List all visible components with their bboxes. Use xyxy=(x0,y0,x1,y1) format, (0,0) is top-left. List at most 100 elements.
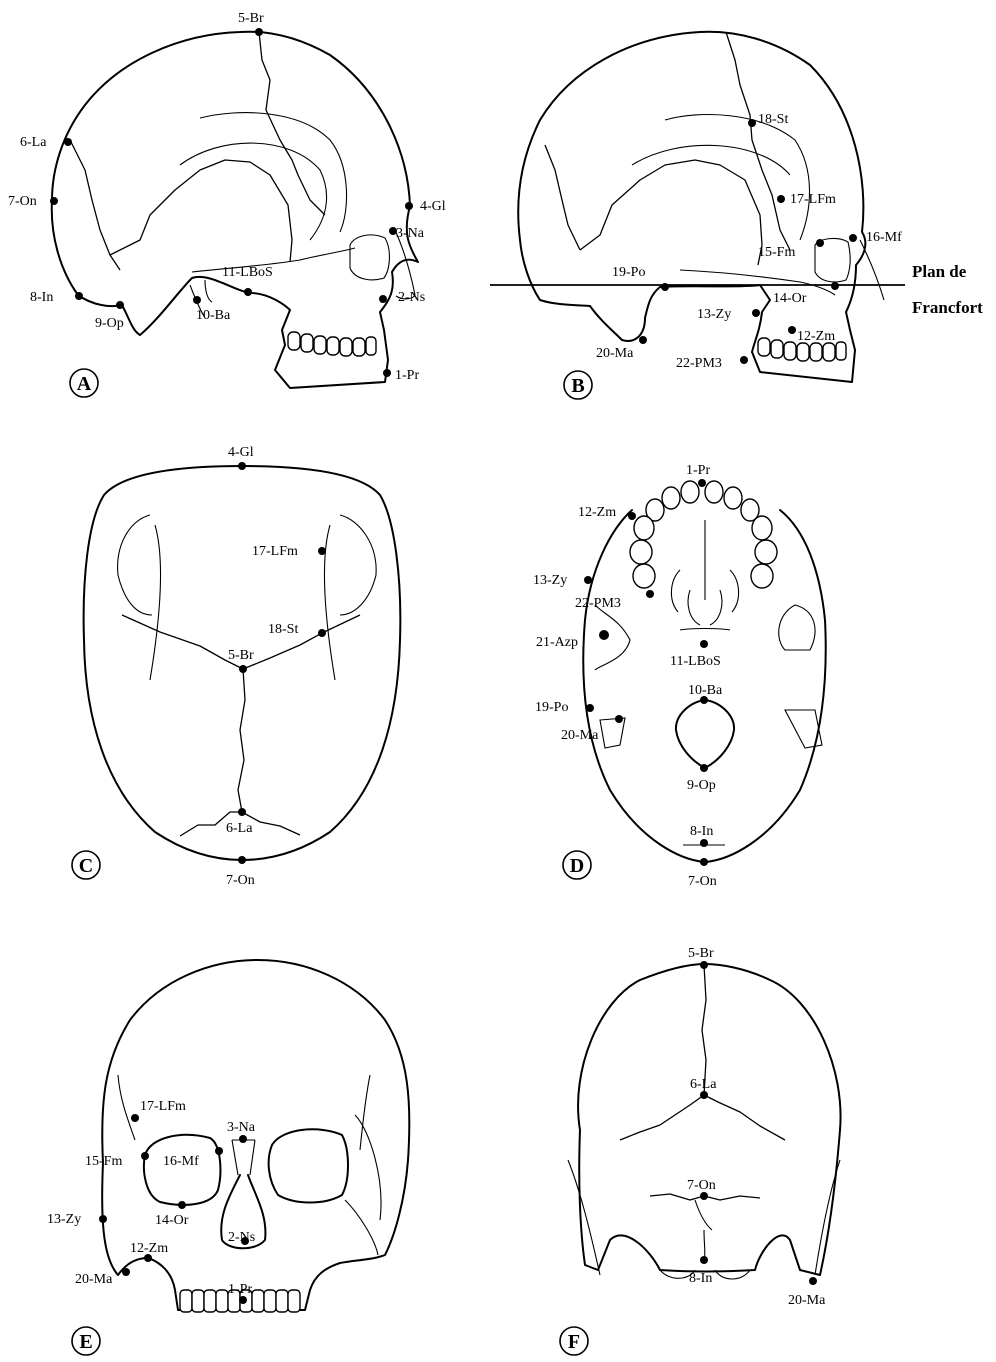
panel-d-palate xyxy=(671,520,738,625)
landmark-label: 13-Zy xyxy=(47,1212,81,1227)
landmark-label: 10-Ba xyxy=(196,308,231,323)
landmark-dot xyxy=(178,1201,186,1209)
panel-d-tooth xyxy=(633,564,655,588)
landmark-dot xyxy=(238,856,246,864)
panel-a-skull-outline xyxy=(52,32,418,388)
panel-b-tooth xyxy=(823,343,835,361)
panel-letter: D xyxy=(570,855,584,877)
landmark-label: 6-La xyxy=(20,135,47,150)
landmark-label: 3-Na xyxy=(396,226,425,241)
landmark-dot xyxy=(405,202,413,210)
panel-e-tooth xyxy=(288,1290,300,1312)
landmark-label: 11-LBoS xyxy=(670,654,721,669)
landmark-label: 5-Br xyxy=(238,11,264,26)
panel-e-frontal-view: 17-LFm 3-Na 15-Fm 16-Mf 14-Or 13-Zy 2-Ns… xyxy=(47,960,409,1355)
landmark-dot xyxy=(698,479,706,487)
frankfort-label-line2: Francfort xyxy=(912,298,983,317)
panel-a-landmarks: 5-Br 6-La 7-On 4-Gl 3-Na 11-LBoS 8-In 9-… xyxy=(8,11,446,383)
landmark-label: 20-Ma xyxy=(596,346,634,361)
landmark-dot xyxy=(700,640,708,648)
landmark-dot xyxy=(239,1296,247,1304)
landmark-dot xyxy=(700,858,708,866)
panel-b-nasal-area xyxy=(860,240,884,300)
landmark-label: 2-Ns xyxy=(228,1230,255,1245)
landmark-label: 20-Ma xyxy=(788,1293,826,1308)
landmark-dot xyxy=(700,764,708,772)
landmark-label: 12-Zm xyxy=(130,1241,168,1256)
panel-b-tooth xyxy=(836,342,846,360)
landmark-dot xyxy=(238,462,246,470)
panel-e-zygomatic-left xyxy=(118,1075,135,1140)
landmark-label: 5-Br xyxy=(688,946,714,961)
landmark-dot xyxy=(215,1147,223,1155)
panel-d-dental-arcade xyxy=(630,481,777,588)
panel-c-skull-outline xyxy=(84,466,401,860)
landmark-dot xyxy=(700,1091,708,1099)
landmark-dot xyxy=(239,665,247,673)
panel-e-temporal-right xyxy=(355,1115,381,1220)
landmark-label: 9-Op xyxy=(95,316,124,331)
landmark-dot xyxy=(816,239,824,247)
landmark-dot xyxy=(849,234,857,242)
panel-d-tooth xyxy=(634,516,654,540)
landmark-label: 7-On xyxy=(226,873,255,888)
landmark-label: 5-Br xyxy=(228,648,254,663)
landmark-label: 22-PM3 xyxy=(575,596,621,611)
panel-d-tooth xyxy=(662,487,680,509)
landmark-dot xyxy=(244,288,252,296)
panel-a-coronal-suture xyxy=(259,32,325,215)
landmark-label: 15-Fm xyxy=(758,245,795,260)
panel-a-tooth xyxy=(353,338,365,356)
landmark-label: 7-On xyxy=(688,874,717,889)
landmark-dot xyxy=(318,547,326,555)
landmark-label: 8-In xyxy=(689,1271,712,1286)
panel-b-lambdoid-suture xyxy=(545,145,580,250)
panel-e-landmarks: 17-LFm 3-Na 15-Fm 16-Mf 14-Or 13-Zy 2-Ns… xyxy=(47,1099,256,1304)
landmark-label: 4-Gl xyxy=(420,199,446,214)
landmark-label: 19-Po xyxy=(612,265,645,280)
panel-e-tooth xyxy=(264,1290,276,1312)
panel-letter: B xyxy=(571,375,584,397)
landmark-label: 14-Or xyxy=(155,1213,189,1228)
landmark-label: 16-Mf xyxy=(866,230,902,245)
panel-a-tooth xyxy=(366,337,376,355)
panel-d-basioccipital xyxy=(680,629,730,631)
panel-c-right-zygomatic xyxy=(340,515,376,615)
landmark-dot xyxy=(599,630,609,640)
landmark-label: 17-LFm xyxy=(252,544,298,559)
panel-d-inferior-view: 1-Pr 12-Zm 13-Zy 22-PM3 21-Azp 11-LBoS 1… xyxy=(533,463,826,889)
panel-f-sagittal-suture xyxy=(702,965,706,1095)
landmark-label: 2-Ns xyxy=(398,290,425,305)
landmark-dot xyxy=(255,28,263,36)
panel-e-nasal-bones xyxy=(232,1140,255,1175)
panel-e-tooth xyxy=(192,1290,204,1312)
panel-d-tooth xyxy=(724,487,742,509)
landmark-dot xyxy=(238,808,246,816)
landmark-dot xyxy=(131,1114,139,1122)
frankfort-label-line1: Plan de xyxy=(912,262,967,281)
panel-a-tooth xyxy=(301,334,313,352)
landmark-dot xyxy=(646,590,654,598)
panel-b-lateral-frankfort-view: Plan de Francfort 18-St 17-LFm 16-Mf 15-… xyxy=(490,32,983,399)
landmark-dot xyxy=(318,629,326,637)
landmark-label: 17-LFm xyxy=(790,192,836,207)
landmark-dot xyxy=(700,839,708,847)
panel-c-temporal-line-right xyxy=(325,525,335,680)
panel-letter: A xyxy=(77,373,92,395)
panel-a-tooth xyxy=(327,337,339,355)
panel-letter: E xyxy=(79,1331,92,1353)
landmark-label: 11-LBoS xyxy=(222,265,273,280)
panel-b-squamous-suture xyxy=(580,160,762,265)
landmark-dot xyxy=(586,704,594,712)
landmark-label: 20-Ma xyxy=(561,728,599,743)
panel-e-zygomatic-right xyxy=(345,1075,378,1255)
landmark-label: 21-Azp xyxy=(536,635,578,650)
landmark-label: 22-PM3 xyxy=(676,356,722,371)
panel-c-sagittal-suture xyxy=(238,669,245,812)
panel-d-tooth xyxy=(630,540,652,564)
panel-f-landmarks: 5-Br 6-La 7-On 8-In 20-Ma xyxy=(687,946,826,1308)
landmark-dot xyxy=(615,715,623,723)
landmark-label: 1-Pr xyxy=(228,1282,252,1297)
landmark-label: 16-Mf xyxy=(163,1154,199,1169)
panel-b-tooth xyxy=(771,340,783,358)
